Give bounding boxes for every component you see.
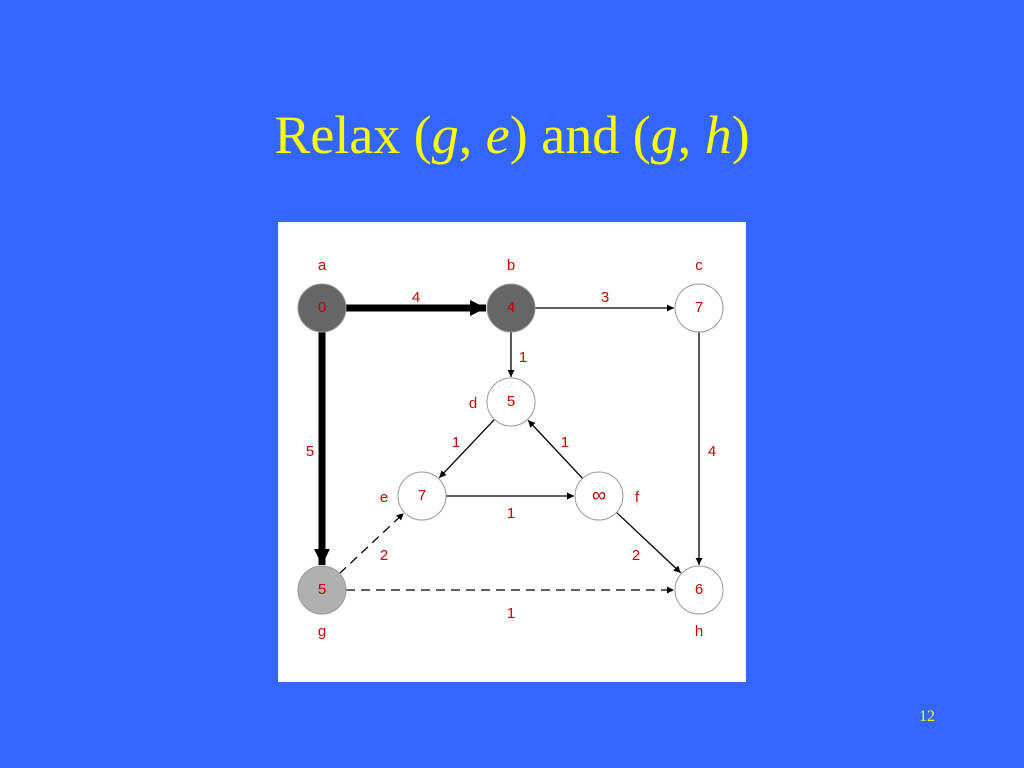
node-value-g: 5 [318, 581, 326, 598]
edge-weight-c-h: 4 [708, 443, 716, 460]
node-label-h: h [695, 623, 703, 640]
title-part: ) and ( [509, 105, 651, 165]
edge-f-d [527, 419, 584, 479]
edge-weight-a-b: 4 [412, 289, 420, 306]
node-h [674, 565, 724, 615]
node-value-f: ∞ [592, 484, 606, 506]
edge-weight-g-h: 1 [507, 605, 515, 622]
title-part: e [485, 105, 510, 165]
node-f [574, 471, 624, 521]
title-part: , [458, 105, 486, 165]
node-value-d: 5 [507, 393, 515, 410]
page-number: 12 [919, 708, 935, 725]
node-label-a: a [318, 257, 327, 274]
node-label-e: e [380, 489, 388, 506]
edge-weight-b-c: 3 [601, 289, 609, 306]
node-value-c: 7 [695, 299, 703, 316]
edge-weight-e-f: 1 [507, 505, 515, 522]
edge-weight-b-d: 1 [519, 349, 527, 366]
node-d [486, 377, 536, 427]
edge-weight-g-e: 2 [380, 547, 388, 564]
title-part: g [431, 105, 459, 165]
node-value-b: 4 [507, 299, 515, 316]
edge-d-e [438, 418, 495, 479]
edge-weight-f-d: 1 [561, 434, 569, 451]
title-part: , [677, 105, 705, 165]
title-part: g [650, 105, 678, 165]
title-part: Relax ( [274, 105, 432, 165]
node-value-a: 0 [318, 299, 326, 316]
node-label-f: f [635, 489, 640, 506]
node-label-g: g [318, 623, 326, 640]
graph-panel: 4 3 1 5 4 1 1 1 2 2 1 0 a 4 b 7 c 5 d 7 e ∞ f 5 g 6 h [278, 222, 746, 682]
node-value-h: 6 [695, 581, 703, 598]
edge-weight-d-e: 1 [452, 434, 460, 451]
node-label-c: c [695, 257, 703, 274]
node-label-d: d [469, 395, 477, 412]
node-value-e: 7 [418, 487, 426, 504]
node-a [297, 283, 347, 333]
node-c [674, 283, 724, 333]
edge-weight-f-h: 2 [632, 547, 640, 564]
title-part: h [704, 105, 732, 165]
edge-f-h [616, 511, 682, 574]
graph-diagram: 4 3 1 5 4 1 1 1 2 2 1 0 a 4 b 7 c 5 d 7 e ∞ f 5 g 6 h [297, 257, 724, 640]
node-e [397, 471, 447, 521]
slide-title: Relax (g, e) and (g, h) [0, 100, 1024, 170]
node-label-b: b [507, 257, 515, 274]
edge-weight-a-g: 5 [306, 443, 314, 460]
title-part: ) [731, 105, 750, 165]
node-g [297, 565, 347, 615]
node-b [486, 283, 536, 333]
edge-g-e [339, 512, 405, 575]
